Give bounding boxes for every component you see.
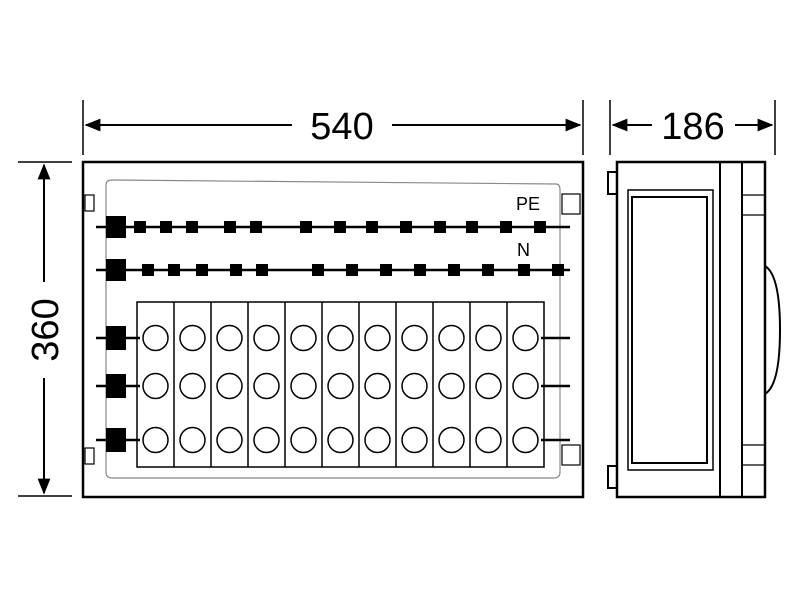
n-terminal (142, 264, 154, 276)
pe-terminal (434, 221, 446, 233)
pe-terminal (134, 221, 146, 233)
terminal-block-panel (96, 301, 570, 468)
n-terminal (168, 264, 180, 276)
n-terminal (448, 264, 460, 276)
n-terminal (346, 264, 358, 276)
terminal-screw (401, 324, 428, 352)
inner-frame (105, 179, 561, 479)
pe-label: PE (516, 194, 540, 214)
side-outline (615, 160, 767, 499)
terminal-screw (290, 372, 317, 400)
terminal-screw (142, 426, 169, 454)
n-terminal (312, 264, 324, 276)
pe-terminal (186, 221, 198, 233)
terminal-screw (290, 426, 317, 454)
n-terminal (482, 264, 494, 276)
terminal-screw (401, 426, 428, 454)
height-dimension-label: 360 (25, 298, 67, 361)
pe-terminal (366, 221, 378, 233)
terminal-grid (142, 302, 539, 467)
n-terminals (142, 264, 564, 276)
pe-terminal (466, 221, 478, 233)
terminal-panel-outline (136, 301, 545, 468)
pe-terminal (400, 221, 412, 233)
n-terminal (196, 264, 208, 276)
n-terminal (414, 264, 426, 276)
n-terminal (380, 264, 392, 276)
n-terminal (230, 264, 242, 276)
terminal-screw (253, 324, 280, 352)
n-terminal (256, 264, 268, 276)
height-dimension: 360 (18, 161, 72, 497)
pe-terminal (224, 221, 236, 233)
n-terminal (552, 264, 564, 276)
terminal-screw (142, 324, 169, 352)
feed-main-terminal (106, 374, 126, 398)
terminal-screw (253, 426, 280, 454)
terminal-screw (142, 372, 169, 400)
pe-terminal (250, 221, 262, 233)
pe-terminal (300, 221, 312, 233)
terminal-screw (216, 426, 243, 454)
terminal-screw (438, 372, 465, 400)
terminal-screw (327, 372, 354, 400)
terminal-screw (216, 372, 243, 400)
terminal-screw (179, 372, 206, 400)
enclosure-outline (81, 160, 585, 499)
pe-main-terminal (106, 216, 126, 238)
terminal-screw (327, 324, 354, 352)
latch-top-right (561, 193, 581, 215)
terminal-screw (179, 426, 206, 454)
terminal-screw (475, 426, 502, 454)
n-label: N (517, 240, 530, 260)
terminal-screw (253, 372, 280, 400)
hinge-top-left (84, 194, 95, 212)
n-terminal (518, 264, 530, 276)
terminal-screw (512, 372, 539, 400)
n-main-terminal (106, 259, 126, 281)
front-view: PE N (81, 160, 585, 499)
terminal-screw (512, 426, 539, 454)
terminal-screw (364, 324, 391, 352)
side-handle (764, 265, 782, 395)
terminal-screw (401, 372, 428, 400)
feed-main-terminal (106, 326, 126, 350)
row-feeds (96, 326, 570, 452)
depth-dimension-label: 186 (661, 106, 724, 148)
pe-terminal (534, 221, 546, 233)
width-dimension-label: 540 (310, 106, 373, 148)
terminal-screw (475, 372, 502, 400)
hinge-bottom-left (84, 447, 95, 465)
n-busbar: N (96, 240, 570, 281)
pe-busbar: PE (96, 194, 570, 238)
feed-main-terminal (106, 428, 126, 452)
terminal-screw (475, 324, 502, 352)
terminal-screw (364, 426, 391, 454)
terminal-screw (512, 324, 539, 352)
terminal-screw (438, 426, 465, 454)
pe-terminal (334, 221, 346, 233)
depth-dimension: 186 (609, 100, 776, 155)
latch-bottom-right (561, 444, 581, 466)
terminal-screw (438, 324, 465, 352)
pe-terminals (134, 221, 546, 233)
pe-terminal (500, 221, 512, 233)
terminal-screw (364, 372, 391, 400)
terminal-screw (179, 324, 206, 352)
side-view (607, 160, 782, 499)
width-dimension: 540 (82, 100, 584, 155)
side-hinge-bottom (607, 465, 618, 489)
side-hinge-top (607, 171, 618, 195)
terminal-screw (216, 324, 243, 352)
side-door-frame (627, 189, 714, 471)
terminal-screw (290, 324, 317, 352)
pe-terminal (160, 221, 172, 233)
side-door-window (631, 196, 708, 464)
terminal-screw (327, 426, 354, 454)
